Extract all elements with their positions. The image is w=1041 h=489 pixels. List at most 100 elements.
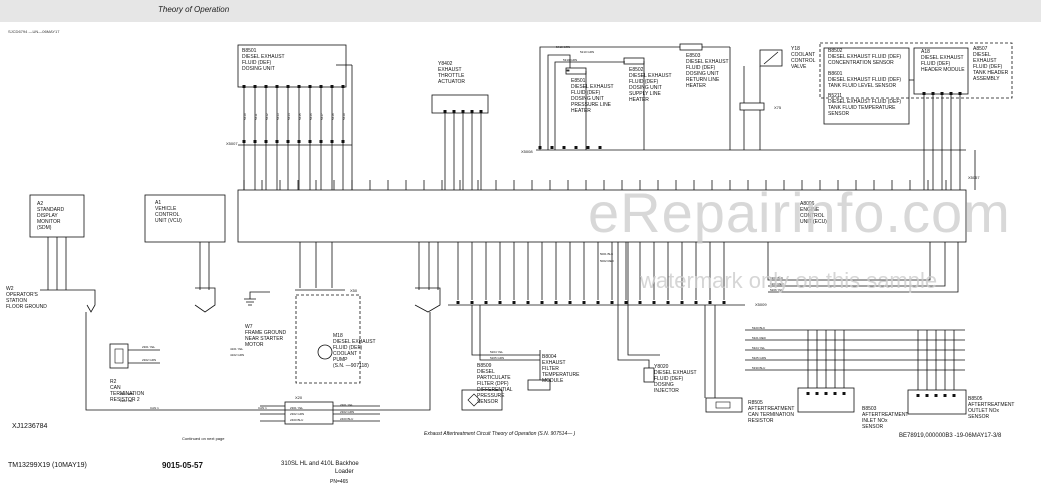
- ecu-ground: [414, 287, 441, 313]
- x20-box: [284, 401, 334, 425]
- wire-label: 5321 RED: [752, 336, 767, 340]
- a8507-dashed-box: [819, 42, 1013, 99]
- r2-resistor: [114, 348, 124, 364]
- b8601-label: B8601: [828, 71, 843, 77]
- m18-label: COOLANT: [333, 351, 357, 357]
- pin-mark: [610, 301, 614, 304]
- a8507-label: EXHAUST: [973, 58, 997, 64]
- a8507-label: A8507: [973, 46, 988, 52]
- y18-box: [759, 49, 783, 67]
- ecu-side-wire: [768, 242, 946, 287]
- wire-label: 5204 YEL: [490, 350, 503, 354]
- w7-label: FRAME GROUND: [245, 330, 287, 336]
- e8501-coil: [566, 69, 570, 72]
- e8501-label: E8501: [571, 78, 586, 84]
- vcu-label: VEHICLE: [155, 206, 177, 212]
- sdm-label: STANDARD: [37, 207, 65, 213]
- b8004-label: MODULE: [542, 378, 564, 384]
- e8503-label: DIESEL EXHAUST: [686, 59, 729, 65]
- pin-mark: [638, 301, 642, 304]
- b8503-box: [797, 387, 855, 413]
- pin-mark: [452, 110, 456, 113]
- pin-mark: [470, 301, 474, 304]
- pin-mark: [308, 140, 312, 143]
- y18-label: VALVE: [791, 64, 807, 70]
- watermark-text: eRepairinfo.com: [588, 181, 1011, 244]
- r2-box: [109, 343, 129, 369]
- r8505-label: CAN TERMINATION: [748, 412, 794, 418]
- b8509-wire: [479, 305, 540, 361]
- b8509-label: FILTER (DPF): [477, 381, 509, 387]
- b8004-label: B8004: [542, 354, 557, 360]
- sdm-label: A2: [37, 201, 43, 207]
- b8505-label: AFTERTREATMENT: [968, 402, 1014, 408]
- wire-label: 2302 GRN: [142, 358, 156, 362]
- pin-mark: [275, 140, 279, 143]
- watermark-subtext: watermark only on this sample: [640, 268, 938, 293]
- pin-mark: [319, 85, 323, 88]
- ecu-label: CONTROL: [800, 213, 825, 219]
- e8502-label: DIESEL EXHAUST: [629, 73, 672, 79]
- y8020-label: FLUID (DEF): [654, 376, 684, 382]
- pin-mark: [598, 146, 602, 149]
- pin-mark: [253, 85, 257, 88]
- e8502-label: SUPPLY LINE: [629, 91, 661, 97]
- b8501-label: DOSING UNIT: [242, 66, 275, 72]
- ecu-side-wire: [768, 242, 959, 293]
- pin-mark: [538, 146, 542, 149]
- wire-label: 2301 YEL: [340, 403, 353, 407]
- w2-label: OPERATOR'S: [6, 292, 39, 298]
- b8502-label: CONCENTRATION SENSOR: [828, 60, 894, 66]
- y8020-label: Y8020: [654, 364, 669, 370]
- b8004-label: EXHAUST: [542, 360, 566, 366]
- m18-pump-symbol: [317, 344, 333, 360]
- y8020-box: [643, 367, 655, 383]
- pin-mark: [253, 140, 257, 143]
- wire-label: 5324 YEL: [752, 346, 765, 350]
- e8501-label: PRESSURE LINE: [571, 102, 612, 108]
- a18-label: A18: [921, 49, 930, 55]
- pin-mark: [341, 140, 345, 143]
- b8501-wire-number: 5415: [298, 113, 302, 120]
- pin-mark: [931, 92, 935, 95]
- pin-mark: [297, 140, 301, 143]
- page-header-title: Theory of Operation: [158, 5, 230, 14]
- e8502-label: E8502: [629, 67, 644, 73]
- wire-label: 5206 YEL: [770, 288, 783, 292]
- e8501-label: HEATER: [571, 108, 591, 114]
- b8501-box: [237, 44, 347, 88]
- w7-ground-symbol: [244, 298, 256, 306]
- pin-mark: [943, 394, 947, 397]
- b8509-label: PARTICULATE: [477, 375, 511, 381]
- b8505-label: B8505: [968, 396, 983, 402]
- wire-label: 2302 GRN: [340, 410, 354, 414]
- b8601-label: TANK FLUID LEVEL SENSOR: [828, 83, 896, 89]
- figure-caption: Exhaust Aftertreatment Circuit Theory of…: [424, 431, 576, 437]
- y8402-label: Y8402: [438, 61, 453, 67]
- b8502-label: B8502: [828, 48, 843, 54]
- pin-mark: [680, 301, 684, 304]
- e8502-wire: [554, 61, 625, 150]
- y8020-label: INJECTOR: [654, 388, 679, 394]
- x5057-label: X5057: [968, 175, 980, 180]
- pin-mark: [722, 301, 726, 304]
- b8501-wire-number: 5416: [309, 113, 313, 120]
- e8503-wire: [539, 46, 680, 150]
- pin-mark: [242, 140, 246, 143]
- b8509-label: DIFFERENTIAL: [477, 387, 513, 393]
- wire-label: 2400 BLU: [290, 418, 303, 422]
- pin-mark: [319, 140, 323, 143]
- e8502-label: HEATER: [629, 97, 649, 103]
- pin-mark: [815, 392, 819, 395]
- b8509-box: [461, 389, 503, 411]
- w7-label: W7: [245, 324, 253, 330]
- pin-mark: [916, 394, 920, 397]
- figure-reference: BE78919,000000B3 -19-06MAY17-3/8: [899, 433, 1002, 439]
- wire-label: 4102 GRN: [230, 353, 244, 357]
- x50-label: X50: [350, 288, 358, 293]
- pin-mark: [286, 140, 290, 143]
- pin-mark: [806, 392, 810, 395]
- r8505-label: RESISTOR: [748, 418, 774, 424]
- pin-mark: [833, 392, 837, 395]
- pin-mark: [574, 146, 578, 149]
